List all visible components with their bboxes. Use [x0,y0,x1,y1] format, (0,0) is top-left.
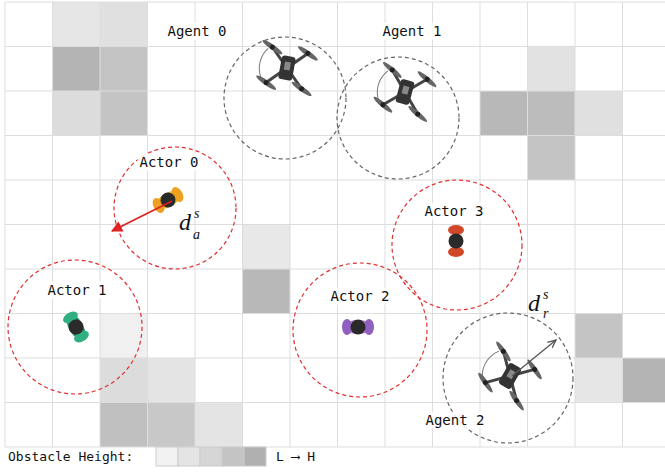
drones [253,38,548,413]
legend-scale: L ⟶ H [276,450,315,463]
safety-distance-arrow [112,201,172,231]
node-label: Actor 0 [137,154,200,171]
grid-line [5,402,665,403]
swatch [200,447,222,466]
agent-range: Agent 1 [336,56,460,180]
range-circle [7,259,143,395]
grid [5,2,665,447]
obstacle-cell [528,136,576,181]
distance-subscript: r [543,307,548,321]
obstacle-cell [100,403,148,448]
grid-line [5,135,665,136]
obstacle-cell [100,2,148,47]
distance-superscript: s [194,207,199,221]
swatch [222,447,244,466]
node-label: Agent 0 [165,23,228,40]
obstacle-cell [243,225,291,270]
node-label: Agent 2 [423,412,486,429]
obstacle-cell [480,91,528,136]
distance-superscript: s [543,288,548,302]
grid-line [5,224,665,225]
obstacle-cell [53,47,101,92]
node-label: Agent 1 [380,23,443,40]
node-label: Actor 3 [422,203,485,220]
obstacle-cell [243,269,291,314]
obstacle-cell [53,91,101,136]
obstacle-cell [100,314,148,359]
actor-zone: Actor 1 [7,259,143,395]
range-circle [223,36,347,160]
obstacle-cell [100,358,148,403]
actor-figure [448,225,464,257]
swatch [244,447,266,466]
drone-icon [253,38,321,98]
obstacle-cell [100,47,148,92]
range-circle [336,56,460,180]
distance-subscript: a [193,228,200,242]
grid-line [5,269,665,270]
obstacle-cell [528,47,576,92]
grid-line [5,2,665,3]
drone-icon [370,60,441,124]
obstacle-cell [148,403,196,448]
grid-line [5,91,665,92]
actor-figure [342,319,374,335]
grid-line [5,447,665,448]
actor-zone: Actor 0 [113,146,237,270]
actors [61,185,464,345]
grid-line [5,46,665,47]
obstacle-cell [575,314,623,359]
legend-title: Obstacle Height: [8,450,133,463]
obstacle-cell [575,358,623,403]
node-label: Actor 1 [45,282,108,299]
grid-line [5,358,665,359]
swatch [178,447,200,466]
obstacle-cell [575,91,623,136]
range-circle [292,262,428,398]
obstacle-cell [53,2,101,47]
swatch [156,447,178,466]
actor-zone: Actor 3 [391,179,523,311]
grid-line [5,180,665,181]
obstacle-cell [148,358,196,403]
obstacle-cell [195,403,243,448]
radius-arrow [512,340,556,376]
distance-symbol: d [179,210,191,234]
drone-icon [471,339,548,413]
node-label: Actor 2 [328,288,391,305]
range-circle [391,179,523,311]
actor-figure [61,309,91,345]
obstacle-cell [528,91,576,136]
agent-range: Agent 0 [223,36,347,160]
obstacle-cell [100,91,148,136]
agent-range: Agent 2 [442,312,574,444]
obstacle-cell [623,358,665,403]
grid-line [5,313,665,314]
legend-swatches [156,447,266,466]
actor-zone: Actor 2 [292,262,428,398]
distance-symbol: d [528,291,540,315]
